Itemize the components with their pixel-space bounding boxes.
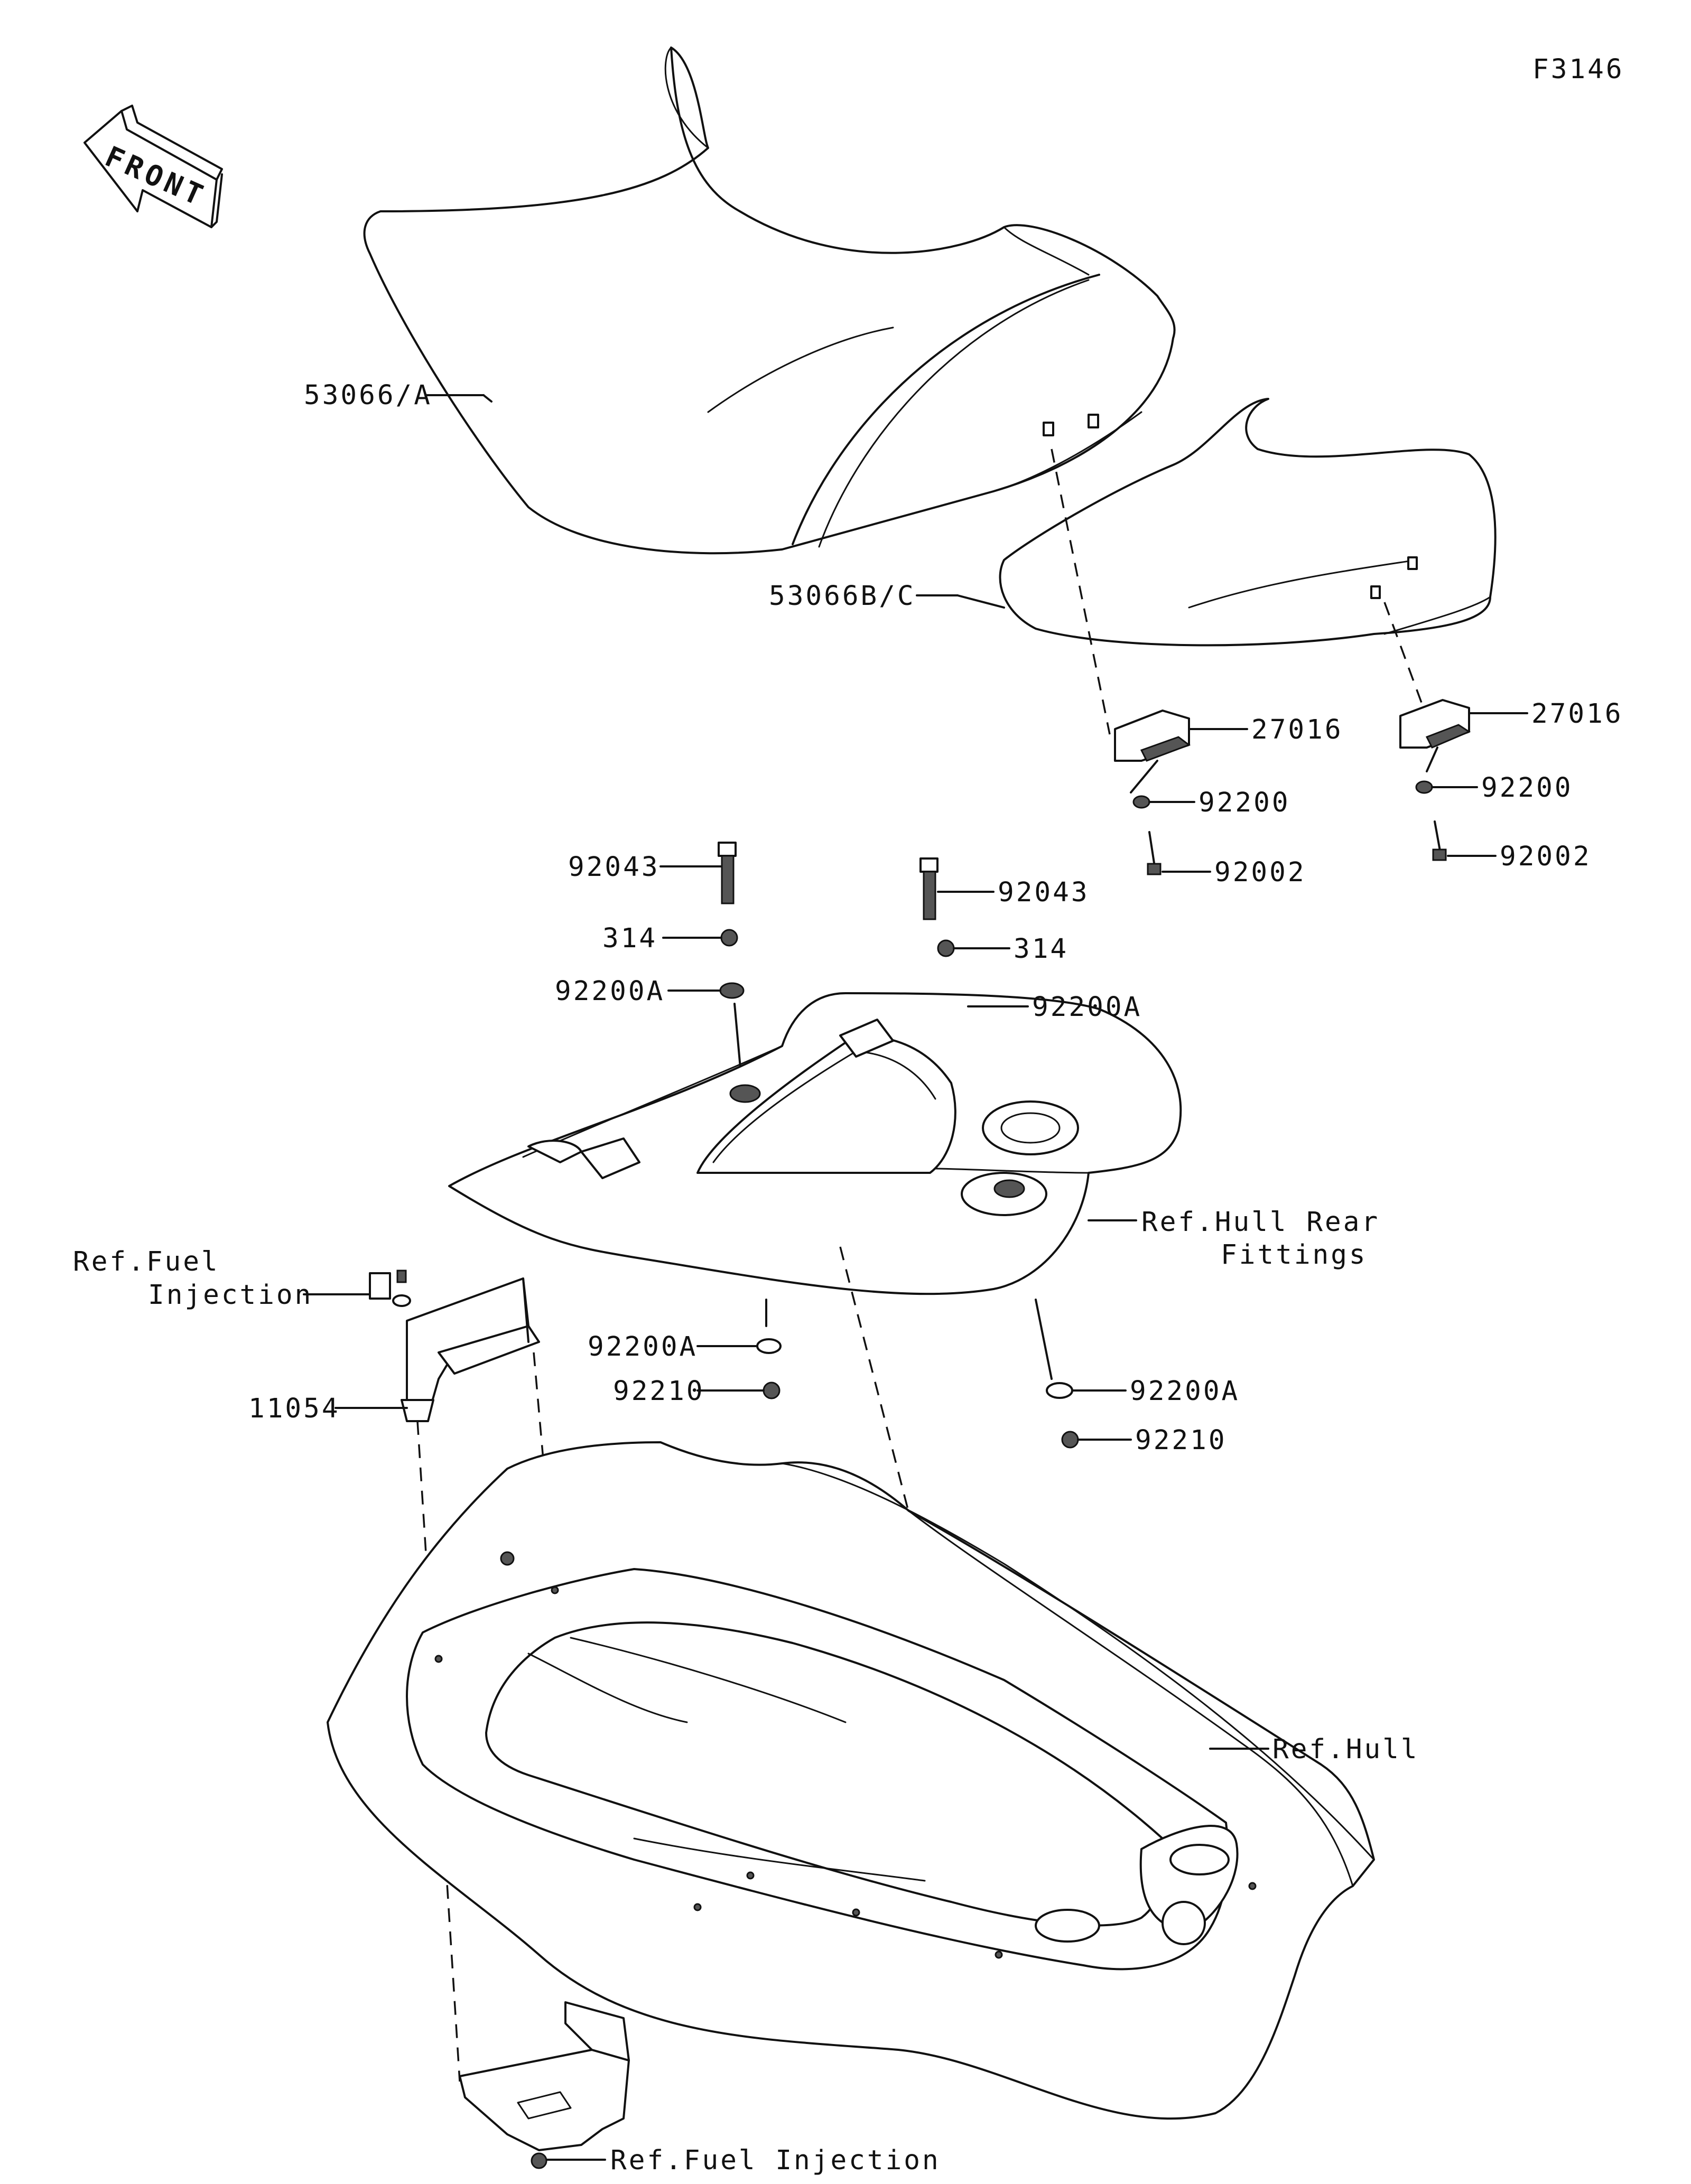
label-nut-lower-left: 92210 — [613, 1376, 705, 1407]
label-washer-left: 92200 — [1198, 787, 1290, 818]
nut-92210-lower-left — [763, 1382, 781, 1399]
nut-92210-lower-right — [1061, 1431, 1079, 1449]
label-rear-fittings-ref-1: Ref.Hull Rear — [1141, 1207, 1380, 1238]
label-fuel-ref-upper-1: Ref.Fuel — [73, 1246, 220, 1277]
nut-314-right — [937, 939, 955, 957]
figure-code: F3146 — [1532, 54, 1624, 85]
label-washer-a-upper-right: 92200A — [1032, 992, 1142, 1023]
label-fuel-ref-upper-2: Injection — [148, 1280, 313, 1311]
label-rear-fittings-ref-2: Fittings — [1221, 1239, 1368, 1271]
label-washer-a-lower-left: 92200A — [588, 1331, 698, 1362]
washer-92200a-lower-left — [756, 1338, 782, 1354]
bracket-27016-right — [1399, 699, 1471, 749]
label-hull-ref: Ref.Hull — [1272, 1734, 1419, 1765]
stud-92043-right — [919, 857, 939, 920]
fuel-injection-bracket-lower — [459, 2001, 630, 2169]
seat-front — [363, 46, 1176, 555]
label-bolt-right: 92002 — [1500, 841, 1592, 872]
washer-92200-left — [1132, 795, 1150, 809]
label-bracket-11054: 11054 — [248, 1393, 340, 1424]
bracket-11054 — [401, 1277, 540, 1422]
label-fuel-ref-lower: Ref.Fuel Injection — [610, 2145, 941, 2176]
bolt-92002-left — [1147, 831, 1162, 875]
label-stud-left: 92043 — [568, 852, 660, 883]
bracket-27016-left — [1114, 710, 1191, 762]
stud-92043-left — [718, 842, 737, 904]
bolt-92002-right — [1432, 820, 1447, 861]
leader-lines — [303, 394, 1528, 2161]
guide-line — [1383, 602, 1423, 703]
label-stud-right: 92043 — [998, 877, 1090, 908]
label-washer-right: 92200 — [1481, 772, 1573, 804]
label-nut-left: 314 — [602, 923, 657, 954]
ref-fuel-injection-bolt-icon — [369, 1272, 391, 1300]
label-washer-a-upper-left: 92200A — [555, 976, 665, 1007]
label-nut-lower-right: 92210 — [1135, 1425, 1227, 1456]
washer-92200-right — [1415, 780, 1433, 794]
seat-rear — [999, 398, 1497, 647]
label-washer-a-lower-right: 92200A — [1130, 1376, 1240, 1407]
label-seat-rear: 53066B/C — [769, 581, 916, 612]
label-bracket-right: 27016 — [1531, 698, 1623, 730]
label-nut-right: 314 — [1014, 934, 1069, 965]
label-bracket-left: 27016 — [1251, 714, 1343, 745]
label-bolt-left: 92002 — [1214, 857, 1306, 888]
front-arrow-icon: FRONT — [83, 105, 223, 228]
guide-line — [1051, 449, 1111, 735]
nut-314-left — [720, 929, 738, 947]
hull — [327, 1441, 1375, 2120]
label-seat-front: 53066/A — [304, 380, 432, 411]
washer-92200a-lower-right — [1046, 1382, 1073, 1399]
rear-fittings-tray — [448, 992, 1182, 1295]
washer-92200a-upper-left — [719, 982, 745, 999]
